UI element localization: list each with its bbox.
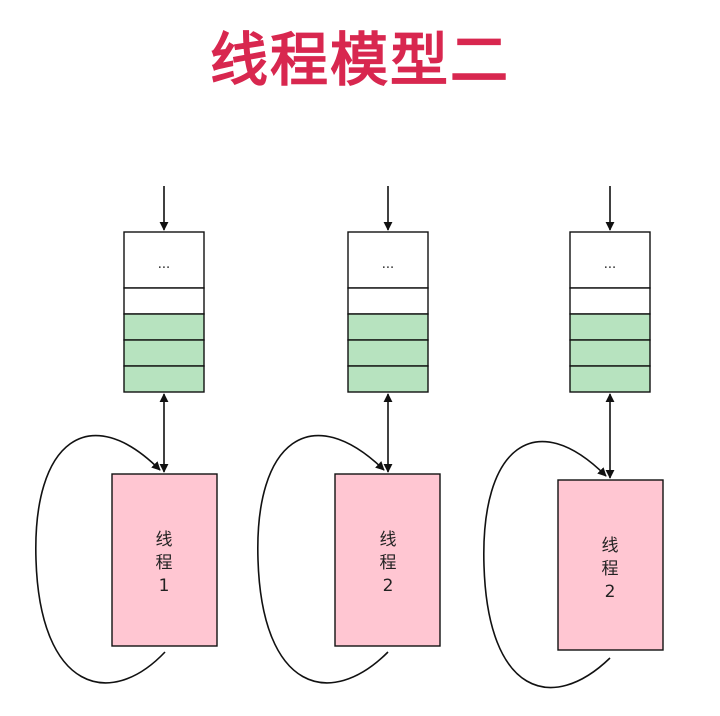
thread-label-2a: 线	[380, 530, 397, 550]
thread-label-1b: 程	[156, 553, 173, 573]
loop-arrow-1	[35, 434, 166, 684]
queue-ellipsis-text: ...	[382, 257, 394, 272]
thread-group-3: ... 线 程 2	[483, 186, 664, 689]
queue-cell-task	[347, 365, 429, 393]
queue-cell-task	[123, 339, 205, 367]
queue-cell-empty	[123, 287, 205, 315]
task-queue-2: ...	[347, 231, 429, 393]
queue-cell-ellipsis	[347, 231, 429, 289]
thread-label-2c: 2	[383, 576, 394, 596]
thread-group-1: ... 线 程 1	[35, 186, 218, 684]
queue-cell-ellipsis	[123, 231, 205, 289]
queue-ellipsis-text: ...	[604, 257, 616, 272]
thread-label-3b: 程	[602, 559, 619, 579]
thread-box-1	[111, 473, 218, 647]
thread-label-2b: 程	[380, 553, 397, 573]
queue-cell-ellipsis	[569, 231, 651, 289]
queue-cell-task	[569, 365, 651, 393]
thread-box-3	[557, 479, 664, 651]
page-title: 线程模型二	[209, 26, 510, 94]
queue-cell-empty	[569, 287, 651, 315]
loop-arrow-3	[483, 440, 611, 689]
loop-arrow-2	[257, 434, 389, 684]
queue-cell-task	[347, 313, 429, 341]
queue-cell-task	[569, 339, 651, 367]
task-queue-1: ...	[123, 231, 205, 393]
queue-ellipsis-text: ...	[158, 257, 170, 272]
queue-cell-task	[123, 313, 205, 341]
thread-box-2	[334, 473, 441, 647]
queue-cell-empty	[347, 287, 429, 315]
thread-label-1c: 1	[159, 576, 170, 596]
thread-label-3c: 2	[605, 582, 616, 602]
queue-cell-task	[569, 313, 651, 341]
task-queue-3: ...	[569, 231, 651, 393]
thread-label-3a: 线	[602, 536, 619, 556]
thread-label-1a: 线	[156, 530, 173, 550]
queue-cell-task	[123, 365, 205, 393]
queue-cell-task	[347, 339, 429, 367]
thread-group-2: ... 线 程 2	[257, 186, 441, 684]
